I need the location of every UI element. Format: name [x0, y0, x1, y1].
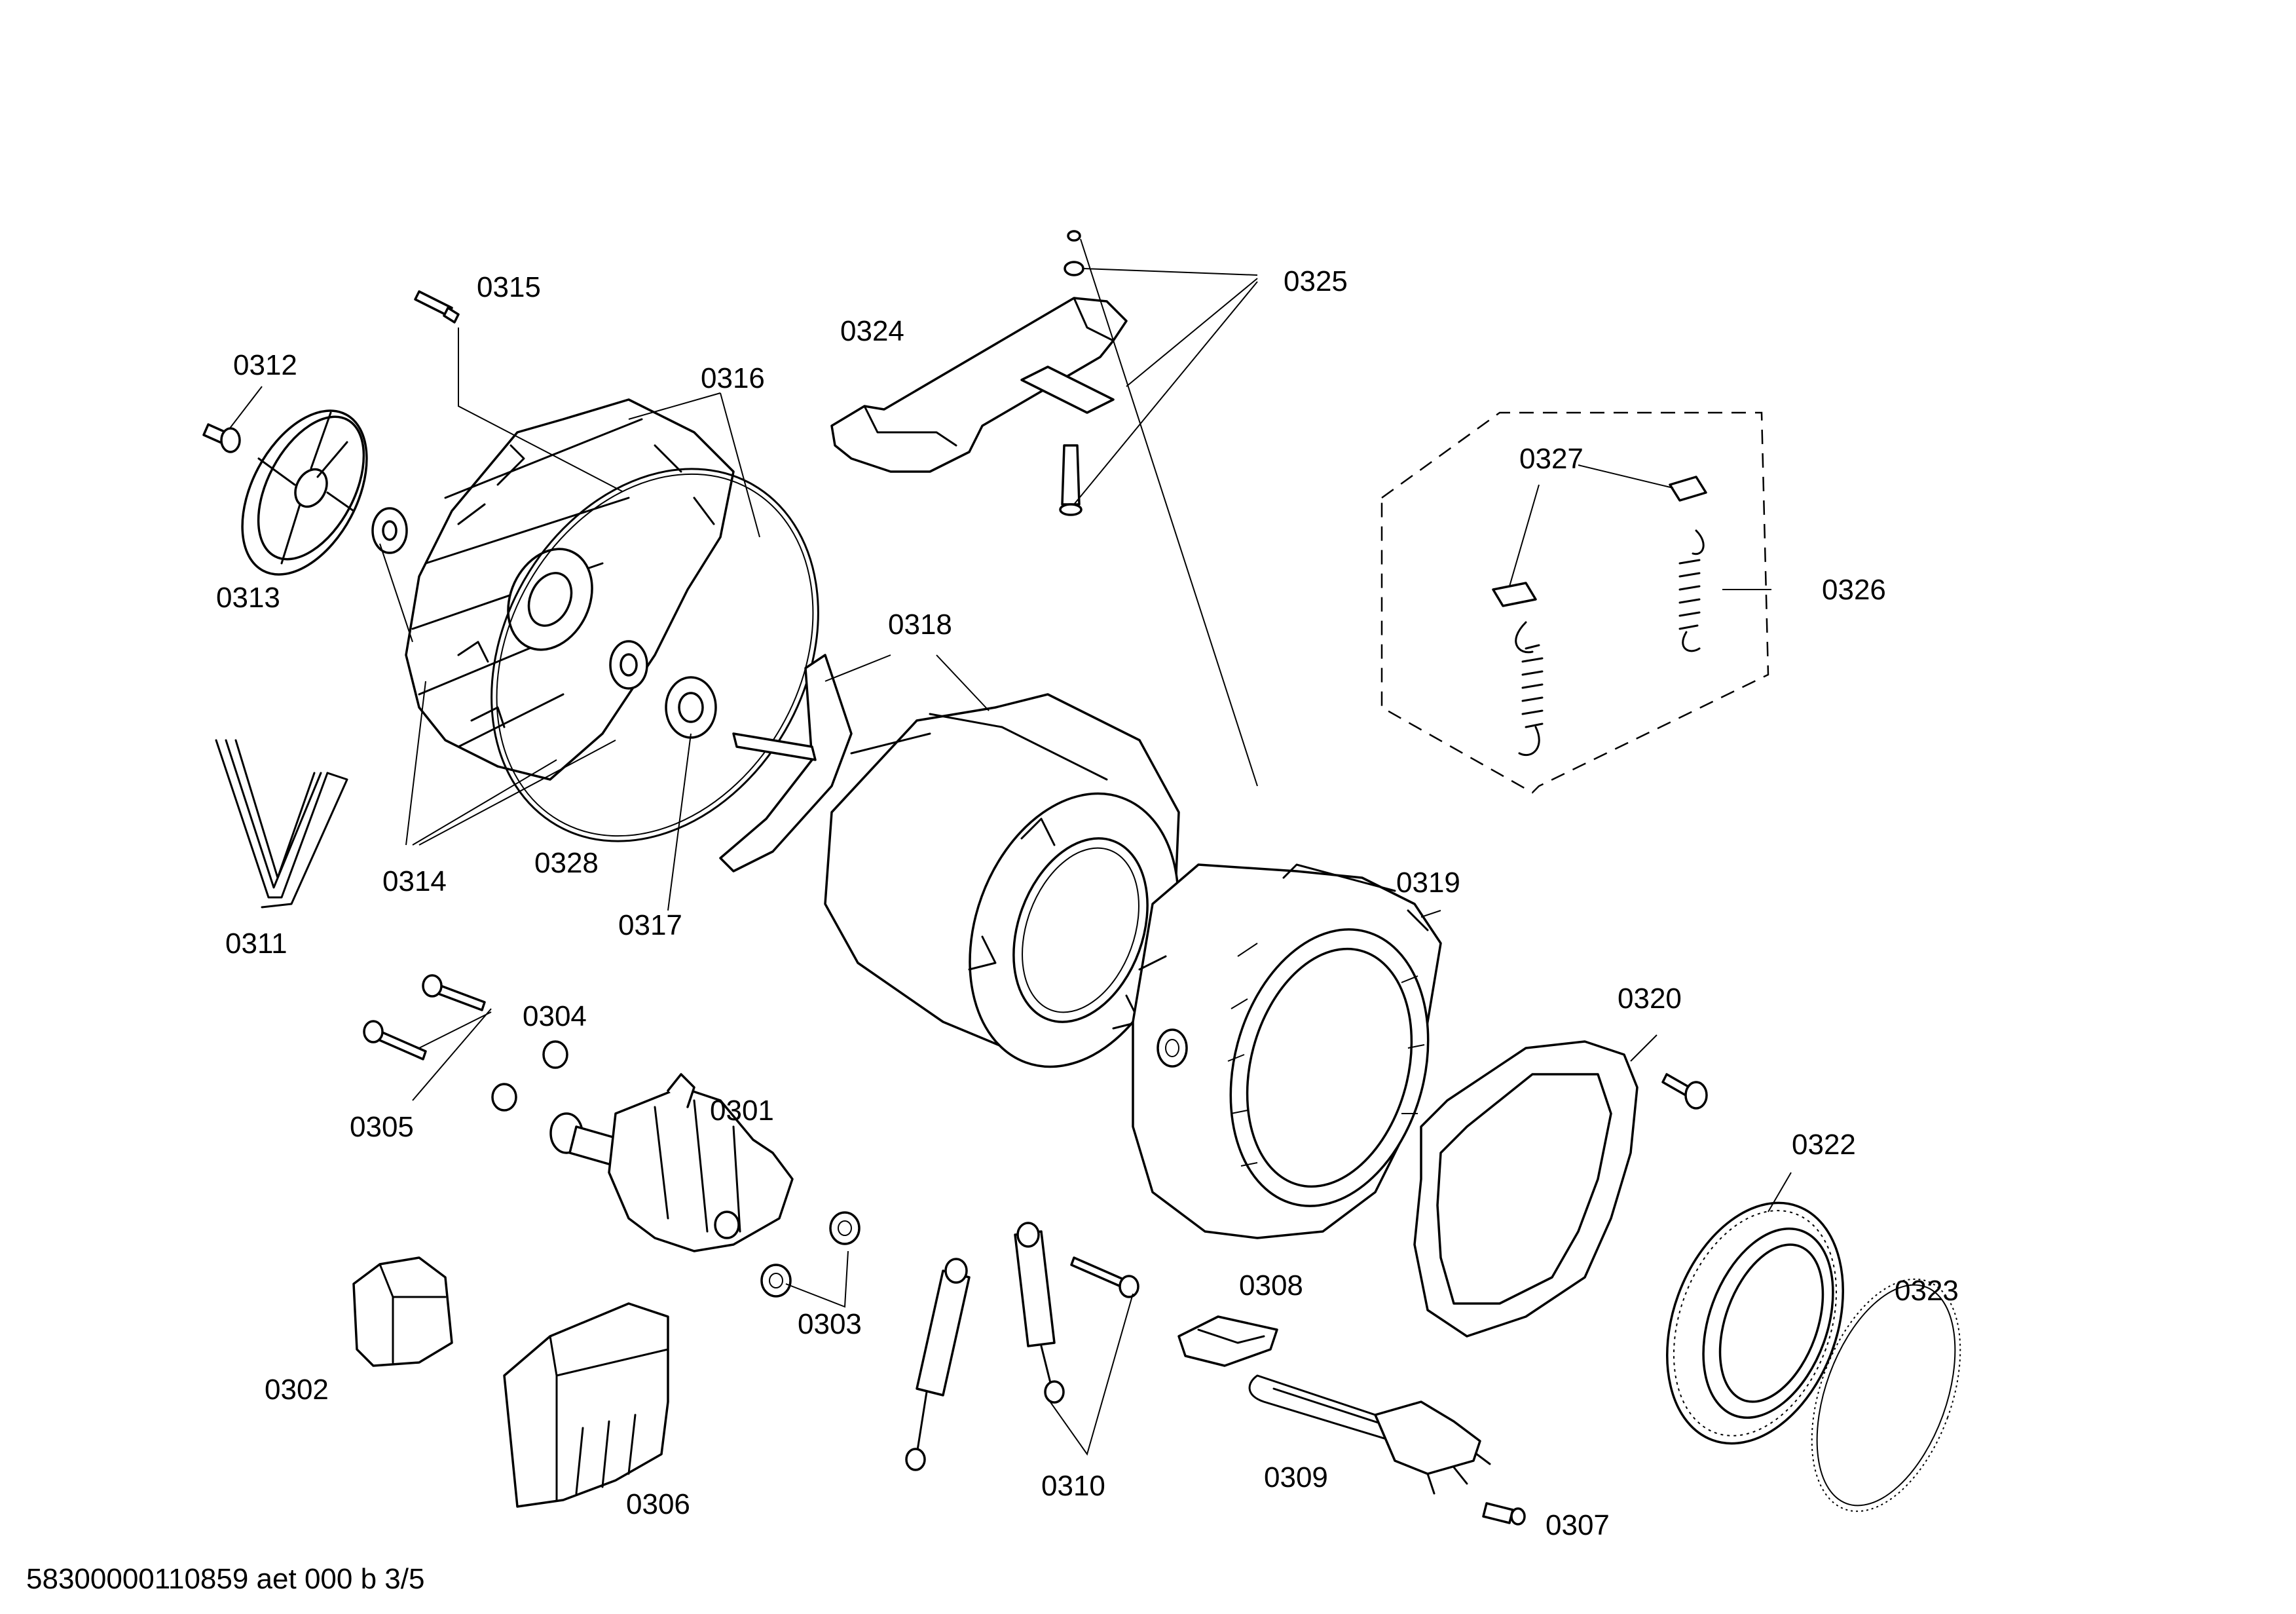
label-0302: 0302 [265, 1374, 329, 1406]
label-0316: 0316 [701, 362, 765, 394]
label-0313: 0313 [216, 582, 280, 614]
label-0324: 0324 [840, 315, 904, 347]
label-0314: 0314 [382, 865, 447, 897]
label-0311: 0311 [225, 928, 287, 960]
part-0319-front-tub [1132, 863, 1442, 1239]
part-0320-front-panel [1413, 1040, 1639, 1338]
part-0326-springs [1515, 529, 1705, 757]
document-code-footer: 58300000110859 aet 000 b 3/5 [26, 1563, 424, 1595]
leader-lines [229, 238, 1792, 1456]
part-0313-pulley [241, 409, 368, 576]
label-0318: 0318 [888, 609, 952, 641]
part-0301-motor [549, 1073, 794, 1252]
label-0326: 0326 [1822, 574, 1886, 606]
part-0307-sensor [1482, 1502, 1526, 1526]
label-0309: 0309 [1264, 1461, 1328, 1493]
part-0314-bearing [371, 507, 408, 554]
label-0328: 0328 [534, 847, 599, 879]
part-0315-screw [414, 290, 460, 324]
label-0304: 0304 [523, 1000, 587, 1032]
part-0327-hooks [1492, 476, 1707, 607]
part-0306-module [503, 1302, 669, 1508]
part-0312-screw [202, 423, 241, 453]
part-0324-bracket [830, 297, 1128, 473]
label-0305: 0305 [350, 1111, 414, 1143]
label-0325: 0325 [1284, 265, 1348, 297]
part-0320-screw [1661, 1073, 1708, 1110]
label-0322: 0322 [1792, 1129, 1856, 1161]
label-0308: 0308 [1239, 1269, 1303, 1302]
part-0309-heater [1248, 1374, 1491, 1495]
part-0322-door-seal [1666, 1201, 1844, 1445]
label-0327: 0327 [1519, 443, 1583, 475]
part-0310-shock-absorbers [905, 1222, 1139, 1471]
part-0308-clip [1177, 1315, 1278, 1367]
label-0303: 0303 [798, 1308, 862, 1340]
part-0302-filter [352, 1256, 453, 1367]
part-0317-bearing [609, 640, 717, 739]
label-0315: 0315 [477, 271, 541, 303]
part-0326-spring-kit-group [1380, 411, 1769, 794]
part-0304-bushings [491, 1040, 568, 1112]
part-0305-screws [363, 974, 486, 1060]
part-0316-rear-tub [405, 398, 735, 781]
part-0303-bushings [760, 1211, 861, 1298]
part-0323-clamp-ring [1811, 1278, 1961, 1512]
part-0318-drum [719, 654, 1180, 1068]
callout-labels: 0301 0302 0303 0304 0305 0306 0307 0308 … [216, 265, 1959, 1541]
label-0320: 0320 [1618, 983, 1682, 1015]
label-0323: 0323 [1895, 1275, 1959, 1307]
part-0328-seal-ring [491, 468, 819, 842]
label-0306: 0306 [626, 1488, 690, 1520]
label-0301: 0301 [710, 1095, 774, 1127]
part-0325-hardware [1059, 230, 1084, 516]
label-0310: 0310 [1041, 1470, 1105, 1502]
label-0319: 0319 [1396, 867, 1460, 899]
label-0317: 0317 [618, 909, 682, 941]
part-0311-belt [215, 739, 348, 909]
label-0312: 0312 [233, 349, 297, 381]
label-0307: 0307 [1546, 1509, 1610, 1541]
